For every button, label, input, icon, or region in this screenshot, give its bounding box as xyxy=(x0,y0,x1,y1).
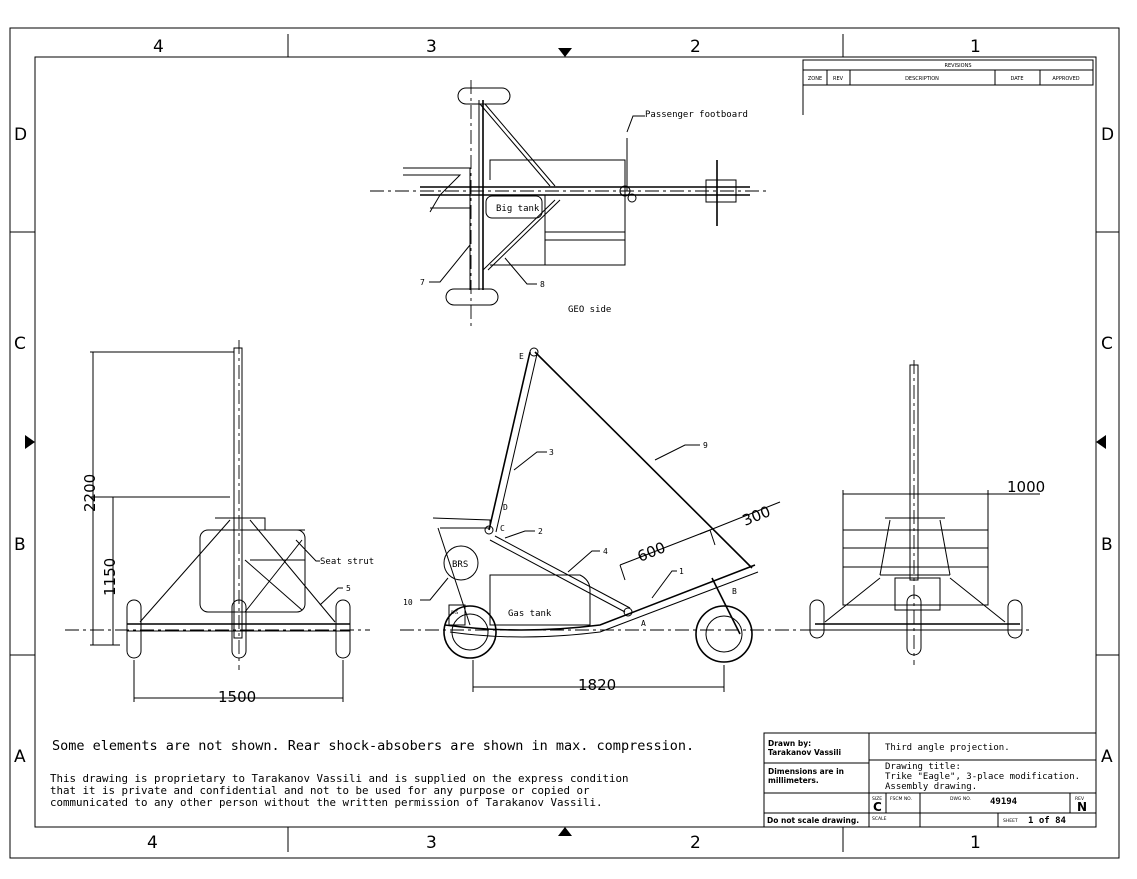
rev-col-description: DESCRIPTION xyxy=(905,76,939,82)
dimensions-note-2: millimeters. xyxy=(768,776,819,785)
notes-block: Some elements are not shown. Rear shock-… xyxy=(50,738,694,809)
gas-tank-label: Gas tank xyxy=(508,609,552,619)
zone-row-C-right: C xyxy=(1101,334,1113,354)
zone-col-4-top: 4 xyxy=(153,37,164,57)
zone-col-3-top: 3 xyxy=(426,37,437,57)
passenger-footboard-label: Passenger footboard xyxy=(645,110,748,120)
side-label-9: 9 xyxy=(703,441,708,450)
outer-border xyxy=(9,27,1120,859)
brs-small-label: BRS xyxy=(451,610,459,615)
zone-ticks xyxy=(10,34,1119,852)
scale-label: SCALE xyxy=(872,816,887,822)
projection-label: Third angle projection. xyxy=(885,743,1010,753)
top-view-big-tank xyxy=(485,195,543,219)
side-label-A: A xyxy=(641,619,646,628)
revisions-title: REVISIONS xyxy=(944,63,971,69)
zone-row-A-left: A xyxy=(14,747,26,767)
title-block: Drawn by: Tarakanov Vassili Dimensions a… xyxy=(763,732,1097,828)
note-proprietary-2: that it is private and confidential and … xyxy=(50,784,590,797)
top-label-8: 8 xyxy=(540,280,545,289)
side-label-10: 10 xyxy=(403,598,413,607)
no-scale-note: Do not scale drawing. xyxy=(767,816,859,825)
side-label-2: 2 xyxy=(538,527,543,536)
zone-row-B-left: B xyxy=(14,535,26,555)
zone-row-C-left: C xyxy=(14,334,26,354)
side-label-C: C xyxy=(500,524,505,533)
seat-strut-label: Seat strut xyxy=(320,557,374,567)
drawn-by-label: Drawn by: xyxy=(768,739,811,748)
drawing-title-2: Assembly drawing. xyxy=(885,782,977,792)
rear-view-mast xyxy=(909,364,919,581)
zone-col-2-bottom: 2 xyxy=(690,833,701,853)
brs-circle xyxy=(443,545,479,581)
drawing-title-1: Trike "Eagle", 3-place modification. xyxy=(885,772,1080,782)
zone-col-3-bottom: 3 xyxy=(426,833,437,853)
big-tank-label: Big tank xyxy=(496,204,540,214)
rev-col-approved: APPROVED xyxy=(1052,76,1079,82)
zone-col-1-top: 1 xyxy=(970,37,981,57)
brs-label: BRS xyxy=(452,560,468,570)
dimensions-note-1: Dimensions are in xyxy=(768,767,844,776)
rev-value: N xyxy=(1077,800,1087,814)
dim-1000: 1000 xyxy=(1007,478,1045,496)
revisions-block: REVISIONS ZONE REV DESCRIPTION DATE APPR… xyxy=(802,59,1094,115)
side-label-4: 4 xyxy=(603,547,608,556)
top-view-front-wheel xyxy=(457,87,511,105)
side-view-front-wheel xyxy=(695,605,753,663)
rev-col-zone: ZONE xyxy=(808,76,822,82)
note-proprietary-1: This drawing is proprietary to Tarakanov… xyxy=(50,772,629,785)
drawing-title-label: Drawing title: xyxy=(885,762,961,772)
fscm-label: FSCM NO. xyxy=(890,796,912,802)
gas-tank-shape xyxy=(489,574,591,626)
side-label-E: E xyxy=(519,352,524,361)
sheet-value: 1 of 84 xyxy=(1028,816,1067,826)
rev-label: REV xyxy=(1075,796,1085,802)
zone-row-D-left: D xyxy=(14,125,27,145)
size-value: C xyxy=(873,800,882,814)
rear-view: 1000 xyxy=(808,360,1045,665)
zone-col-2-top: 2 xyxy=(690,37,701,57)
front-view: 2200 1150 1500 Seat strut 5 xyxy=(65,340,374,706)
rev-col-date: DATE xyxy=(1010,76,1023,82)
dim-1820: 1820 xyxy=(578,676,616,694)
dim-600: 600 xyxy=(635,538,668,565)
zone-row-A-right: A xyxy=(1101,747,1113,767)
zone-labels: 4 3 2 1 4 3 2 1 D C B A D C B A xyxy=(14,37,1114,853)
size-label: SIZE xyxy=(872,796,882,802)
side-view: BRS BRS Gas tank E 3 9 D C 2 4 1 A B 10 … xyxy=(400,347,810,694)
drawn-by-name: Tarakanov Vassili xyxy=(768,748,841,757)
sheet-label: SHEET xyxy=(1003,818,1018,824)
geo-side-label: GEO side xyxy=(568,305,611,315)
top-label-7: 7 xyxy=(420,278,425,287)
zone-col-4-bottom: 4 xyxy=(147,833,158,853)
zone-col-1-bottom: 1 xyxy=(970,833,981,853)
inner-border xyxy=(34,56,1097,828)
zone-row-B-right: B xyxy=(1101,535,1113,555)
zone-row-D-right: D xyxy=(1101,125,1114,145)
side-label-B: B xyxy=(732,587,737,596)
dim-1500: 1500 xyxy=(218,688,256,706)
side-view-rear-wheel xyxy=(443,605,497,659)
note-elements: Some elements are not shown. Rear shock-… xyxy=(52,738,694,754)
side-label-3: 3 xyxy=(549,448,554,457)
top-view-rear-wheel xyxy=(445,288,499,306)
top-view: Big tank Passenger footboard 7 8 GEO sid… xyxy=(370,80,770,330)
front-view-mast xyxy=(233,347,243,639)
note-proprietary-3: communicated to any other person without… xyxy=(50,796,603,809)
front-label-5: 5 xyxy=(346,584,351,593)
rev-col-rev: REV xyxy=(833,76,844,82)
side-label-D: D xyxy=(503,503,508,512)
side-label-1: 1 xyxy=(679,567,684,576)
dim-2200: 2200 xyxy=(81,474,99,512)
dim-1150: 1150 xyxy=(101,558,119,596)
dwg-value: 49194 xyxy=(990,797,1018,807)
dwg-label: DWG NO. xyxy=(950,796,971,802)
